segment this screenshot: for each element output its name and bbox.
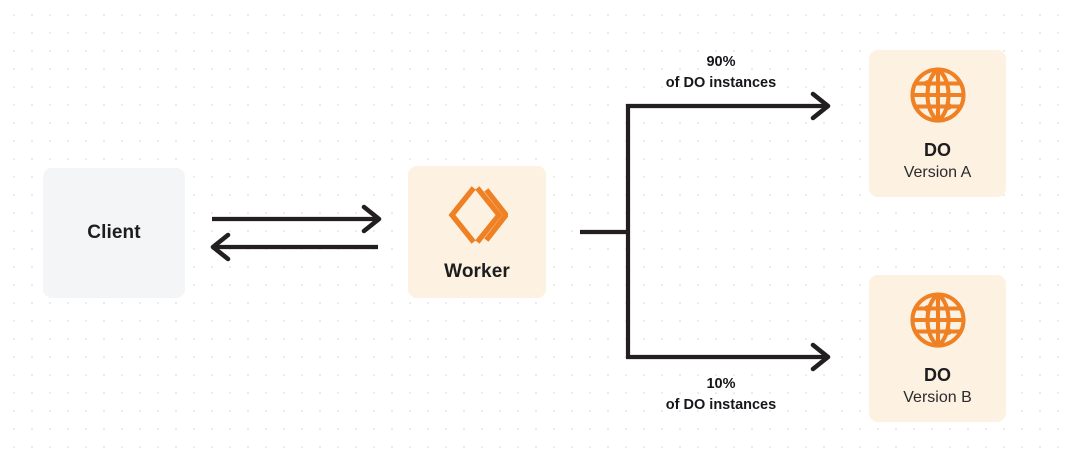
node-do-version-a[interactable]: DO Version A: [869, 50, 1006, 197]
worker-label: Worker: [444, 260, 510, 282]
node-worker[interactable]: Worker: [408, 166, 546, 298]
branch-to-do-a-arrowhead: [810, 91, 831, 121]
edge-a-percent: 90%: [706, 54, 736, 70]
globe-icon: [908, 65, 968, 130]
do-b-subtitle: Version B: [903, 388, 972, 406]
edge-label-do-b: 10% of DO instances: [620, 374, 822, 415]
cloudflare-workers-icon: [446, 185, 510, 249]
branch-to-do-b-arrowhead: [810, 342, 831, 372]
edge-label-do-a: 90% of DO instances: [620, 52, 822, 93]
do-a-subtitle: Version A: [903, 163, 972, 181]
globe-icon: [908, 290, 968, 355]
edge-a-description: of DO instances: [665, 74, 777, 91]
node-client[interactable]: Client: [43, 168, 185, 298]
node-do-version-b[interactable]: DO Version B: [869, 275, 1006, 422]
do-b-title: DO: [924, 365, 951, 386]
client-to-worker-arrowhead: [361, 204, 382, 234]
edge-b-description: of DO instances: [665, 396, 777, 413]
do-a-title: DO: [924, 140, 951, 161]
worker-to-client-arrowhead: [210, 232, 231, 262]
client-label: Client: [87, 222, 141, 243]
edge-b-percent: 10%: [706, 376, 736, 392]
